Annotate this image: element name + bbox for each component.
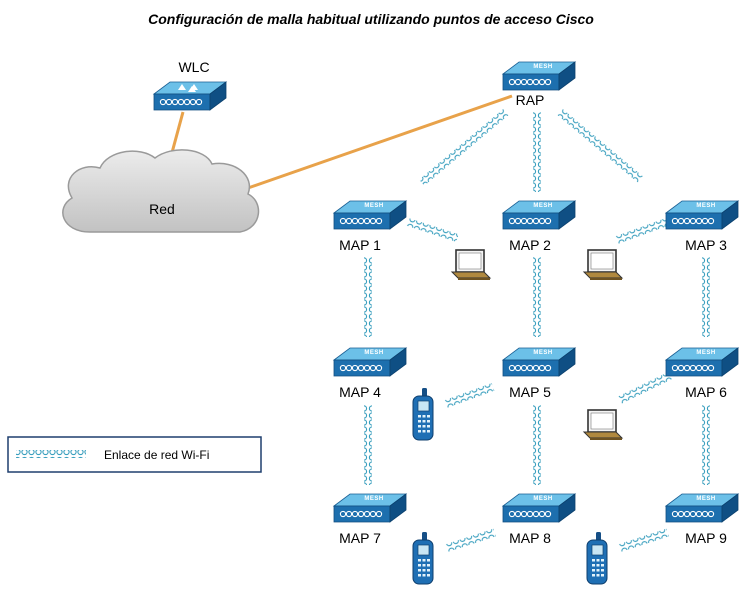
map-1-label: MAP 1 [339, 237, 381, 253]
map-2-access-point-icon: MESH [502, 200, 576, 230]
map-3-mesh-text: MESH [696, 203, 715, 209]
wlc-controller-icon [152, 81, 228, 111]
wifi-link-map9-phone3 [618, 528, 669, 552]
map-4-access-point-icon: MESH [333, 347, 407, 377]
phone-client-3-icon [586, 531, 608, 585]
map-9-mesh-text: MESH [696, 496, 715, 502]
laptop-client-3-icon [583, 409, 623, 441]
map-9-label: MAP 9 [685, 530, 727, 546]
wifi-link-map3-map6 [702, 257, 710, 337]
phone-client-2-icon [412, 531, 434, 585]
cloud-rap-link [247, 94, 513, 190]
wifi-link-map5-map8 [533, 405, 541, 485]
wifi-link-map6-laptop3 [618, 371, 673, 404]
legend: Enlace de red Wi-Fi [7, 436, 262, 473]
legend-label: Enlace de red Wi-Fi [104, 448, 209, 462]
map-3-label: MAP 3 [685, 237, 727, 253]
wifi-link-map5-phone1 [444, 383, 495, 408]
map-4-label: MAP 4 [339, 384, 381, 400]
wifi-link-rap-map3 [557, 108, 644, 183]
legend-wifi-symbol [16, 450, 86, 458]
network-cloud-icon [62, 149, 260, 233]
wifi-link-map1-map4 [364, 257, 372, 337]
wifi-links [364, 108, 710, 552]
map-9-access-point-icon: MESH [665, 493, 739, 523]
wifi-link-map4-map7 [364, 405, 372, 485]
map-5-mesh-text: MESH [533, 350, 552, 356]
laptop-client-2-icon [583, 249, 623, 281]
map-5-label: MAP 5 [509, 384, 551, 400]
map-3-access-point-icon: MESH [665, 200, 739, 230]
wifi-link-map2-map5 [533, 257, 541, 337]
map-1-access-point-icon: MESH [333, 200, 407, 230]
map-8-mesh-text: MESH [533, 496, 552, 502]
map-4-mesh-text: MESH [364, 350, 383, 356]
map-6-access-point-icon: MESH [665, 347, 739, 377]
map-6-mesh-text: MESH [696, 350, 715, 356]
map-5-access-point-icon: MESH [502, 347, 576, 377]
diagram-title: Configuración de malla habitual utilizan… [148, 11, 594, 27]
laptop-client-1-icon [451, 249, 491, 281]
map-7-mesh-text: MESH [364, 496, 383, 502]
map-7-access-point-icon: MESH [333, 493, 407, 523]
rap-access-point-icon: MESH [502, 61, 576, 91]
map-8-access-point-icon: MESH [502, 493, 576, 523]
wifi-link-map3-laptop2 [615, 215, 675, 244]
phone-client-1-icon [412, 387, 434, 441]
wlc-label: WLC [178, 59, 209, 75]
map-1-mesh-text: MESH [364, 203, 383, 209]
map-7-label: MAP 7 [339, 530, 381, 546]
wifi-link-map8-phone2 [445, 528, 496, 552]
cloud-label: Red [149, 201, 175, 217]
map-8-label: MAP 8 [509, 530, 551, 546]
rap-label: RAP [516, 92, 545, 108]
map-2-mesh-text: MESH [533, 203, 552, 209]
map-6-label: MAP 6 [685, 384, 727, 400]
map-2-label: MAP 2 [509, 237, 551, 253]
wifi-link-map6-map9 [702, 405, 710, 485]
wifi-link-rap-map1 [419, 108, 509, 186]
wifi-link-rap-map2 [533, 112, 541, 192]
wifi-link-map1-laptop1 [406, 218, 459, 242]
rap-mesh-text: MESH [533, 64, 552, 70]
